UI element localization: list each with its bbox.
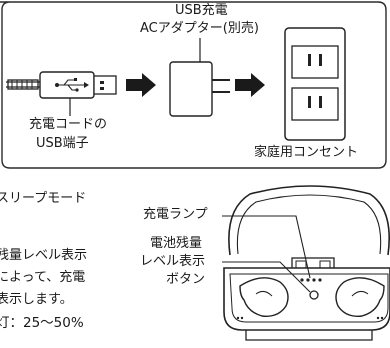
- usb-label-line1: 充電コードの: [29, 117, 108, 132]
- battery-button-label-line3: ボタン: [166, 272, 206, 287]
- adapter-label-line2: ACアダプター(別売): [140, 21, 259, 36]
- text-line-display: 表示します。: [0, 292, 73, 307]
- arrow-right-icon: [126, 73, 156, 97]
- adapter-label-line1: USB充電: [175, 3, 228, 18]
- ac-adapter-icon: [169, 38, 230, 117]
- text-line-level-display: 残量レベル表示: [0, 248, 88, 263]
- arrow-right-icon: [235, 73, 265, 97]
- text-line-percent: 灯：25～50%: [0, 315, 84, 331]
- outlet-label: 家庭用コンセント: [254, 145, 359, 160]
- wall-outlet-icon: [284, 27, 346, 141]
- text-line-sleep-mode: スリープモード: [0, 191, 87, 206]
- usb-plug-icon: [6, 71, 117, 116]
- connection-diagram-frame: [0, 1, 387, 169]
- text-line-by-charge: によって、充電: [0, 270, 86, 285]
- battery-button-label-line1: 電池残量: [150, 236, 203, 251]
- usb-label-line2: USB端子: [36, 136, 89, 151]
- battery-button-label-line2: レベル表示: [140, 254, 206, 269]
- charge-lamp-label: 充電ランプ: [143, 207, 208, 222]
